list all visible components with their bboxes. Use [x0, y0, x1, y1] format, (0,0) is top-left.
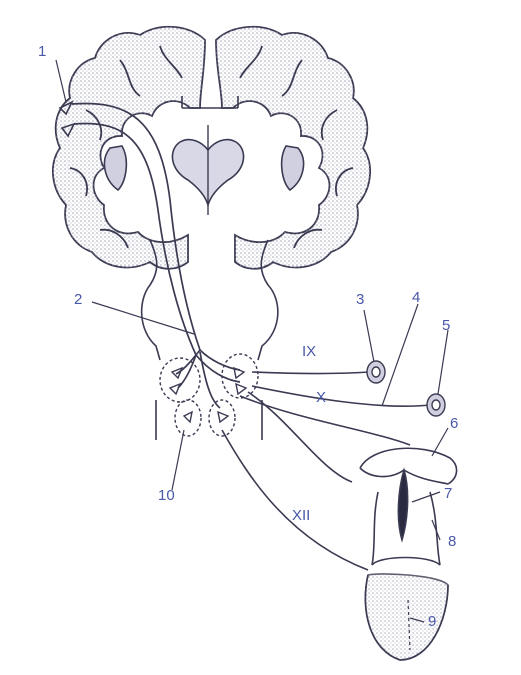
label-nerve-ix: IX	[302, 344, 316, 359]
nucleus-neurons	[170, 368, 246, 422]
label-nerve-x: X	[316, 390, 326, 405]
nerve-ix-line	[252, 372, 370, 374]
label-1: 1	[38, 44, 46, 59]
brainstem-nuclei	[160, 354, 258, 436]
label-nerve-xii: XII	[292, 508, 310, 523]
label-4: 4	[412, 290, 420, 305]
label-9: 9	[428, 614, 436, 629]
label-2: 2	[74, 292, 82, 307]
label-7: 7	[444, 486, 452, 501]
label-10: 10	[158, 488, 175, 503]
nerve-xii-line	[222, 430, 368, 570]
leader-lines	[56, 60, 448, 622]
label-6: 6	[450, 416, 458, 431]
ganglia	[367, 361, 445, 416]
nerve-x-line	[252, 386, 430, 406]
label-3: 3	[356, 292, 364, 307]
pharynx-tongue	[360, 448, 457, 660]
label-8: 8	[448, 534, 456, 549]
label-5: 5	[442, 318, 450, 333]
